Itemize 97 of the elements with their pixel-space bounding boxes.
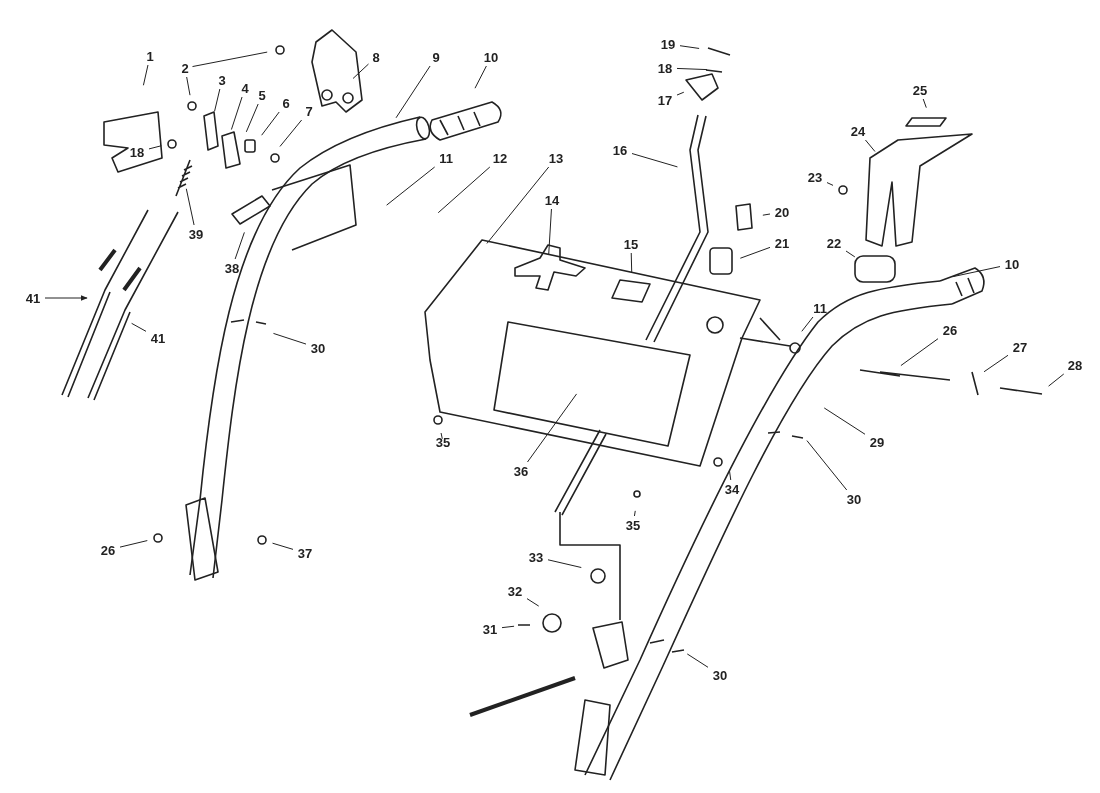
leader-line (230, 96, 243, 131)
leader-line (131, 322, 147, 332)
leader-line (631, 153, 678, 168)
leader-line (185, 188, 195, 226)
leader-line (261, 111, 280, 136)
leader-line (801, 316, 814, 332)
callout-number: 23 (807, 170, 823, 184)
leader-line (437, 166, 491, 214)
callout-number: 7 (305, 104, 313, 118)
callout-number: 15 (623, 237, 639, 251)
callout-number: 37 (297, 546, 313, 560)
leader-line (739, 246, 771, 259)
leader-line (679, 45, 700, 49)
callout-number: 19 (660, 37, 676, 51)
callout-number: 18 (657, 61, 673, 75)
leader-line (686, 653, 709, 668)
callout-number: 41 (150, 331, 166, 345)
callout-number: 12 (492, 151, 508, 165)
callout-number: 26 (100, 543, 116, 557)
leader-line (630, 252, 633, 273)
leader-line (900, 338, 939, 367)
callout-number: 8 (372, 50, 380, 64)
callout-number: 18 (129, 145, 145, 159)
leader-line (527, 393, 578, 463)
callout-number: 3 (218, 73, 226, 87)
callout-number: 39 (188, 227, 204, 241)
leader-line (186, 76, 191, 96)
leader-line (352, 63, 369, 79)
leader-line (440, 432, 443, 440)
callout-number: 24 (850, 124, 866, 138)
leader-line (245, 103, 259, 133)
leader-line (864, 139, 876, 153)
leader-line (386, 166, 436, 206)
leader-line (474, 65, 487, 89)
callout-number: 11 (813, 301, 827, 315)
callout-number: 10 (483, 50, 499, 64)
leader-line (547, 559, 582, 568)
leader-line (806, 440, 848, 491)
leader-line (272, 542, 294, 550)
leader-line (279, 119, 303, 147)
callout-number: 33 (528, 550, 544, 564)
callout-number: 10 (1004, 257, 1020, 271)
leader-line (952, 266, 1001, 278)
callout-number: 22 (826, 236, 842, 250)
callout-number: 34 (724, 482, 740, 496)
leader-line (633, 510, 636, 517)
leader-line (119, 540, 148, 548)
leader-line (826, 182, 834, 186)
callout-number: 32 (507, 584, 523, 598)
leader-line (234, 231, 245, 260)
callout-number: 27 (1012, 340, 1028, 354)
leader-line (214, 88, 221, 112)
leader-line (142, 64, 149, 86)
callout-number: 28 (1067, 358, 1083, 372)
callout-number: 36 (513, 464, 529, 478)
callout-number: 35 (435, 435, 451, 449)
leader-line (676, 67, 708, 71)
callout-number: 9 (432, 50, 440, 64)
callout-number: 4 (241, 81, 249, 95)
leader-line (395, 65, 431, 119)
callout-number: 30 (846, 492, 862, 506)
callout-number: 17 (657, 93, 673, 107)
leader-line (762, 213, 771, 216)
callout-number: 2 (181, 61, 189, 75)
callout-number: 30 (712, 668, 728, 682)
leader-line (44, 295, 88, 301)
callout-number: 31 (482, 622, 498, 636)
callout-number: 6 (282, 96, 290, 110)
callout-number: 30 (310, 341, 326, 355)
leader-line (148, 145, 162, 150)
leader-line (983, 354, 1009, 373)
leader-line (676, 91, 685, 96)
leader-line (823, 407, 866, 435)
callout-number: 5 (258, 88, 266, 102)
callout-number: 25 (912, 83, 928, 97)
callout-number: 41 (25, 291, 41, 305)
leader-line (548, 208, 552, 256)
callout-number: 14 (544, 193, 560, 207)
callout-number: 16 (612, 143, 628, 157)
leader-line (526, 598, 540, 607)
leader-line (729, 470, 732, 481)
callout-number: 11 (439, 151, 453, 165)
callout-number: 29 (869, 435, 885, 449)
callout-number: 35 (625, 518, 641, 532)
leader-line (501, 625, 515, 629)
callout-number: 21 (774, 236, 790, 250)
callout-number: 13 (548, 151, 564, 165)
leader-line (272, 332, 307, 345)
callout-number: 38 (224, 261, 240, 275)
leader-line (486, 166, 550, 244)
leader-line (845, 250, 856, 258)
leader-line (922, 98, 927, 109)
callout-number: 20 (774, 205, 790, 219)
leader-line (1048, 373, 1065, 387)
callout-number: 26 (942, 323, 958, 337)
callout-number: 1 (146, 49, 154, 63)
leader-line (192, 51, 268, 68)
